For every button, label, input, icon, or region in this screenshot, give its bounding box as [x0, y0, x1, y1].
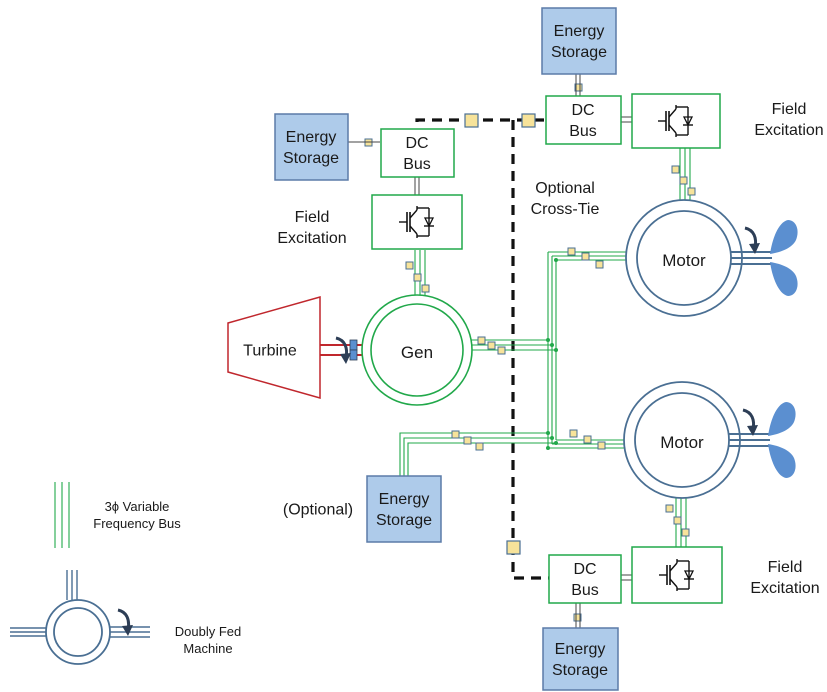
cross-tie-line-vertical	[511, 120, 549, 580]
generator-label: Gen	[401, 343, 433, 362]
variable-frequency-bus-network	[399, 147, 691, 547]
field-excitation-converter-bottom	[631, 546, 723, 604]
field-excitation-converter-top	[631, 93, 721, 149]
motor-bottom: Motor	[623, 381, 741, 499]
propeller-top-icon	[770, 220, 798, 296]
turbine-label: Turbine	[243, 343, 297, 360]
cross-tie-connector	[506, 540, 521, 555]
motor-top-label: Motor	[662, 251, 706, 270]
generator: Gen	[361, 294, 473, 406]
motor-top: Motor	[625, 199, 743, 317]
rotation-arrow-top-icon	[743, 226, 762, 256]
field-excitation-converter-left	[371, 194, 463, 250]
cross-tie-connector	[521, 113, 536, 128]
motor-bottom-label: Motor	[660, 433, 704, 452]
rotation-arrow-bottom-icon	[741, 408, 760, 438]
legend-doubly-fed-machine-icon	[10, 570, 150, 665]
propeller-shaft-top	[731, 251, 772, 265]
turbine: Turbine	[227, 296, 321, 399]
propeller-shaft-bottom	[729, 433, 770, 447]
legend-bus-icon	[54, 482, 70, 548]
cross-tie-connector	[464, 113, 479, 128]
optional-storage-label: (Optional)	[283, 502, 353, 519]
cross-tie-line	[415, 118, 546, 156]
propeller-bottom-icon	[768, 402, 796, 478]
